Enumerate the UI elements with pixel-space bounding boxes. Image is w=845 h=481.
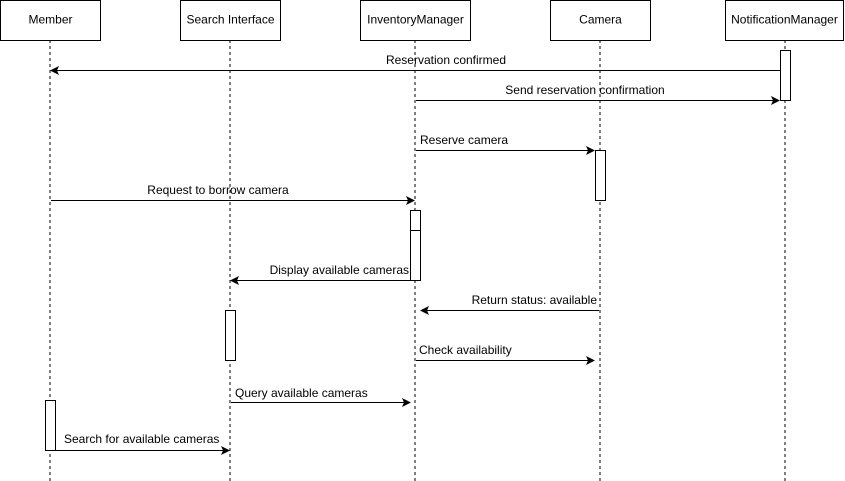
participant-notification-manager-box — [725, 0, 844, 41]
participant-member[interactable]: Member — [0, 0, 101, 41]
arrowhead-icon — [586, 146, 595, 155]
message-label: Query available cameras — [235, 386, 368, 400]
message-send-reservation-confirmation[interactable]: Send reservation confirmation — [416, 83, 780, 105]
participant-notification-manager-label: NotificationManager — [731, 13, 838, 27]
activation-search-interface — [225, 310, 236, 361]
message-search-for-available-cameras[interactable]: Search for available cameras — [56, 432, 230, 455]
activation-inventory-manager-top — [410, 210, 421, 231]
message-label: Request to borrow camera — [147, 183, 289, 197]
activation-camera — [595, 150, 606, 201]
participant-camera-label: Camera — [579, 13, 622, 27]
message-label: Reserve camera — [420, 133, 508, 147]
participant-inventory-manager-label: InventoryManager — [367, 13, 464, 27]
message-reserve-camera[interactable]: Reserve camera — [416, 133, 595, 155]
message-label: Display available cameras — [270, 263, 409, 277]
message-display-available-cameras[interactable]: Display available cameras — [230, 263, 410, 285]
arrowhead-icon — [420, 306, 429, 315]
participant-member-label: Member — [28, 13, 72, 27]
participant-notification-manager[interactable]: NotificationManager — [725, 0, 844, 41]
participant-camera[interactable]: Camera — [550, 0, 651, 41]
message-reservation-confirmed[interactable]: Reservation confirmed — [50, 53, 780, 75]
arrowhead-icon — [586, 356, 595, 365]
message-label: Reservation confirmed — [386, 53, 506, 67]
arrowhead-icon — [230, 276, 239, 285]
message-label: Return status: available — [472, 293, 598, 307]
message-check-availability[interactable]: Check availability — [416, 343, 595, 365]
arrowhead-icon — [402, 398, 411, 407]
participant-inventory-manager[interactable]: InventoryManager — [360, 0, 471, 41]
activation-inventory-manager — [410, 230, 421, 281]
message-request-to-borrow-camera[interactable]: Request to borrow camera — [51, 183, 415, 205]
message-query-available-cameras[interactable]: Query available cameras — [231, 386, 411, 407]
arrowhead-icon — [50, 66, 59, 75]
message-label: Check availability — [419, 343, 512, 357]
participant-search-interface-label: Search Interface — [186, 13, 274, 27]
activation-notification-manager — [780, 50, 791, 101]
participant-member-box — [0, 0, 101, 41]
participant-camera-box — [550, 0, 651, 41]
participant-search-interface-box — [180, 0, 281, 41]
message-label: Search for available cameras — [64, 432, 219, 446]
participant-search-interface[interactable]: Search Interface — [180, 0, 281, 41]
message-label: Send reservation confirmation — [505, 83, 664, 97]
arrowhead-icon — [771, 96, 780, 105]
arrowhead-icon — [221, 446, 230, 455]
participant-inventory-manager-box — [360, 0, 471, 41]
arrowhead-icon — [406, 196, 415, 205]
activation-member — [45, 400, 56, 451]
message-return-status-available[interactable]: Return status: available — [420, 293, 599, 315]
